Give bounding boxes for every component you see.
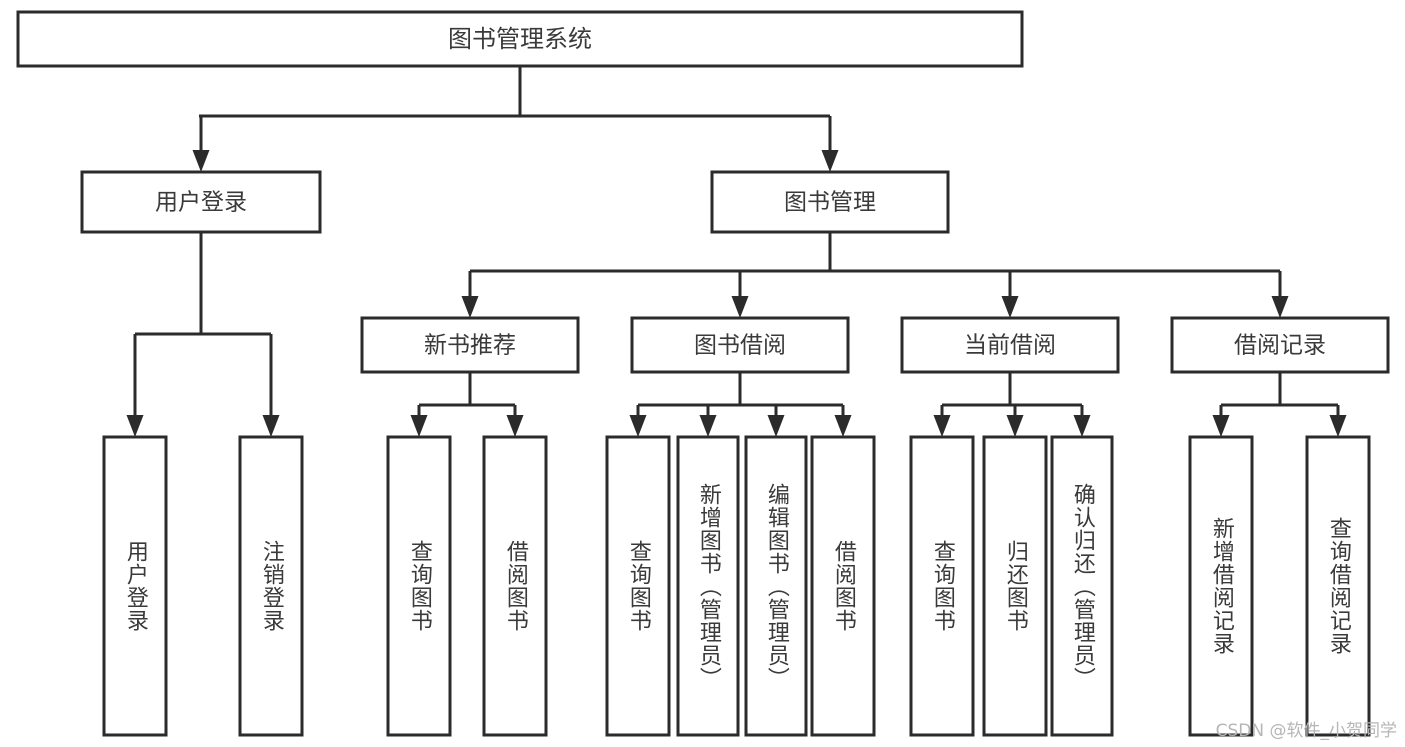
label-current-borrow: 当前借阅	[964, 333, 1056, 359]
node-box-root	[16, 10, 1024, 68]
node-box-leaf-add-record	[1188, 435, 1254, 737]
node-box-layer	[16, 10, 1390, 737]
node-box-leaf-add-book	[676, 435, 740, 737]
label-user-login: 用户登录	[155, 190, 247, 216]
csdn-watermark: CSDN @软件_小贺同学	[1215, 721, 1397, 741]
node-box-leaf-edit-book	[744, 435, 808, 737]
arrow-to-leaf-borrow-book-1-head	[506, 415, 524, 437]
arrow-to-leaf-borrow-book-2-head	[834, 415, 852, 437]
node-box-book-borrow	[630, 316, 850, 374]
node-box-leaf-borrow-book-2	[810, 435, 876, 737]
label-borrow-record: 借阅记录	[1234, 333, 1326, 359]
arrow-to-user-login-head	[192, 150, 210, 172]
arrow-to-leaf-confirm-return-head	[1073, 415, 1091, 437]
arrow-to-new-book-rec-head	[461, 296, 479, 318]
node-box-user-login	[80, 170, 322, 234]
node-box-leaf-return-book	[982, 435, 1048, 737]
arrow-to-leaf-add-record-head	[1212, 415, 1230, 437]
arrow-to-book-manage-head	[821, 150, 839, 172]
arrow-to-leaf-user-login-head	[126, 415, 144, 437]
arrow-to-leaf-return-book-head	[1006, 415, 1024, 437]
label-book-manage: 图书管理	[784, 190, 876, 216]
node-box-leaf-user-login	[102, 435, 168, 737]
node-box-leaf-query-book-3	[909, 435, 975, 737]
arrow-to-leaf-user-logout-head	[262, 415, 280, 437]
label-new-book-rec: 新书推荐	[424, 333, 516, 359]
arrow-to-leaf-add-book-head	[699, 415, 717, 437]
label-root: 图书管理系统	[448, 25, 592, 53]
node-box-leaf-query-record	[1305, 435, 1371, 737]
node-box-new-book-rec	[360, 316, 580, 374]
arrow-to-leaf-query-book-3-head	[933, 415, 951, 437]
arrow-to-borrow-record-head	[1271, 296, 1289, 318]
arrow-to-current-borrow-head	[1001, 296, 1019, 318]
node-box-leaf-confirm-return	[1050, 435, 1114, 737]
connector-layer	[126, 66, 1347, 437]
arrow-to-leaf-query-book-1-head	[410, 415, 428, 437]
arrow-to-book-borrow-head	[731, 296, 749, 318]
arrow-to-leaf-edit-book-head	[767, 415, 785, 437]
node-box-current-borrow	[900, 316, 1120, 374]
node-box-leaf-query-book-1	[386, 435, 452, 737]
node-box-leaf-user-logout	[238, 435, 304, 737]
arrow-to-leaf-query-book-2-head	[629, 415, 647, 437]
label-book-borrow: 图书借阅	[694, 333, 786, 359]
node-box-book-manage	[710, 170, 950, 234]
node-box-leaf-query-book-2	[605, 435, 671, 737]
arrow-to-leaf-query-record-head	[1329, 415, 1347, 437]
node-box-leaf-borrow-book-1	[482, 435, 548, 737]
node-box-borrow-record	[1170, 316, 1390, 374]
